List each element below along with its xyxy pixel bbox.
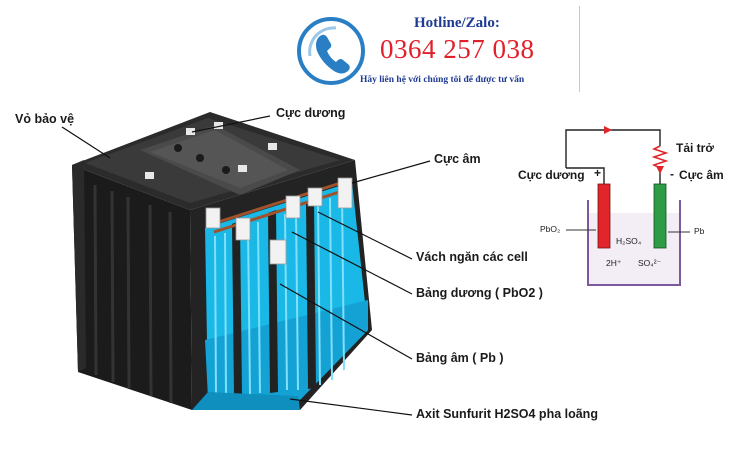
ion-left-label: 2H⁺ bbox=[606, 258, 622, 268]
positive-electrode bbox=[597, 183, 611, 249]
hotline-banner: Hotline/Zalo: 0364 257 038 Hãy liên hệ v… bbox=[296, 6, 586, 92]
circuit-negative-label: Cực âm bbox=[679, 168, 724, 182]
label-negative-terminal: Cực âm bbox=[434, 152, 481, 166]
circuit-positive-label: Cực dương bbox=[518, 168, 585, 182]
electrolyte-formula: H₂SO₄ bbox=[616, 236, 642, 246]
label-electrolyte: Axit Sunfurit H2SO4 pha loãng bbox=[416, 407, 598, 421]
hotline-title: Hotline/Zalo: bbox=[414, 15, 500, 31]
phone-icon[interactable] bbox=[296, 16, 366, 86]
negative-electrode bbox=[653, 183, 667, 249]
circuit-minus-sign: - bbox=[670, 167, 674, 181]
hotline-divider bbox=[579, 6, 580, 92]
right-electrode-label: Pb bbox=[694, 226, 705, 236]
resistor-symbol bbox=[651, 145, 669, 172]
label-positive-plate: Bảng dương ( PbO2 ) bbox=[416, 286, 543, 300]
current-arrow-top bbox=[604, 126, 612, 134]
circuit-load-label: Tải trở bbox=[676, 141, 714, 155]
label-cell-separator: Vách ngăn các cell bbox=[416, 250, 528, 264]
label-negative-plate: Bảng âm ( Pb ) bbox=[416, 351, 504, 365]
label-casing: Vỏ bảo vệ bbox=[15, 112, 75, 126]
left-electrode-label: PbO₂ bbox=[540, 224, 561, 234]
label-positive-terminal: Cực dương bbox=[276, 106, 346, 120]
hotline-number[interactable]: 0364 257 038 bbox=[380, 34, 535, 64]
ion-right-label: SO₄²⁻ bbox=[638, 258, 662, 268]
circuit-plus-sign: + bbox=[594, 166, 602, 180]
hotline-subtitle: Hãy liên hệ với chúng tôi để được tư vấn bbox=[360, 75, 525, 85]
